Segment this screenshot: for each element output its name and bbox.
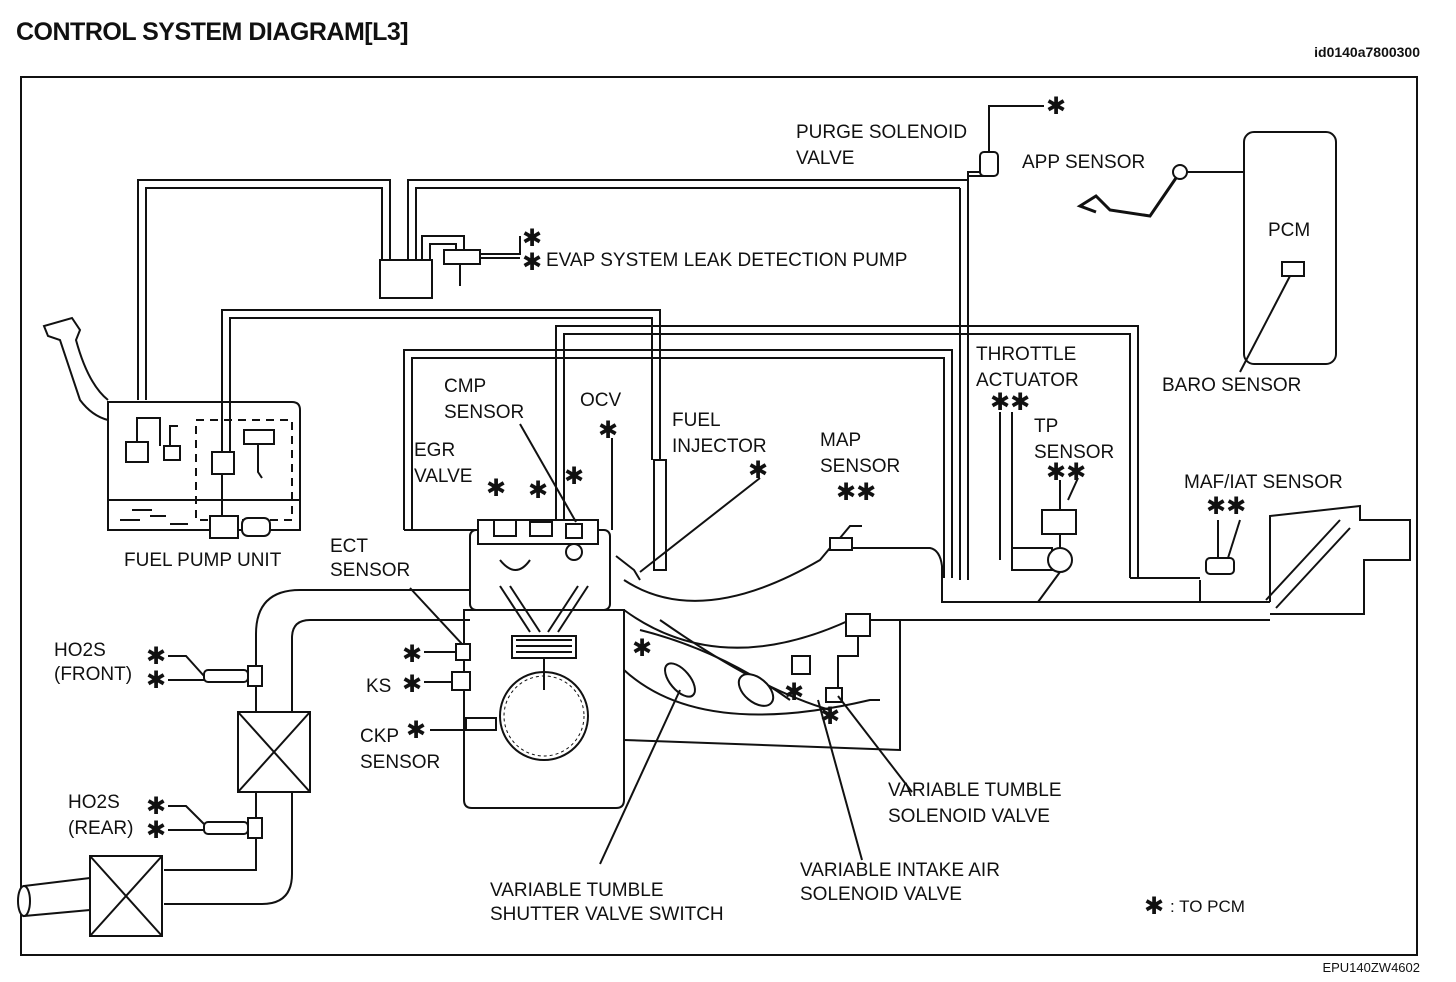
asterisk-mark: ✱: [598, 416, 618, 444]
exhaust-pipe: [17, 589, 470, 937]
label-variable-tumble-solenoid: VARIABLE TUMBLE: [888, 780, 1062, 801]
label-egr-valve: EGR: [414, 440, 455, 461]
asterisk-mark: ✱: [486, 474, 506, 502]
label-ks: KS: [366, 676, 391, 697]
asterisk-mark: ✱✱: [836, 478, 876, 506]
canister: [379, 259, 433, 299]
asterisk-mark: ✱: [564, 462, 584, 490]
label-map-sensor: MAP: [820, 430, 861, 451]
figure-code: EPU140ZW4602: [1322, 960, 1420, 975]
label-ckp-sensor-2: SENSOR: [360, 752, 440, 773]
asterisk-mark: ✱: [402, 640, 422, 668]
label-evap-pump: EVAP SYSTEM LEAK DETECTION PUMP: [546, 250, 907, 271]
engine-sensor-leads: [409, 587, 466, 731]
asterisk-mark: ✱✱: [990, 388, 1030, 416]
app-sensor-pedal: [1076, 164, 1244, 218]
label-ho2s-rear: HO2S: [68, 792, 120, 813]
label-ect-sensor-2: SENSOR: [330, 560, 410, 581]
valve-leaders: [519, 423, 913, 865]
intake-loops: [403, 325, 1139, 578]
fuel-tank: [42, 309, 661, 539]
legend-text: : TO PCM: [1170, 897, 1245, 916]
asterisk-mark: ✱: [528, 476, 548, 504]
label-egr-valve-2: VALVE: [414, 466, 472, 487]
label-ocv: OCV: [580, 390, 622, 411]
label-throttle-actuator-2: ACTUATOR: [976, 370, 1079, 391]
label-ho2s-rear-2: (REAR): [68, 818, 133, 839]
document-id: id0140a7800300: [1314, 44, 1420, 60]
legend: ✱ : TO PCM: [1144, 892, 1245, 920]
label-ho2s-front: HO2S: [54, 640, 106, 661]
label-fuel-pump-unit: FUEL PUMP UNIT: [124, 550, 282, 571]
asterisk-mark: ✱: [784, 678, 804, 706]
asterisk-mark: ✱: [146, 666, 166, 694]
asterisk-mark: ✱: [402, 670, 422, 698]
throttle-body: [999, 412, 1201, 603]
label-baro-sensor: BARO SENSOR: [1162, 375, 1301, 396]
asterisk-mark: ✱: [146, 792, 166, 820]
asterisk-mark: ✱: [522, 248, 542, 276]
maf-iat-and-air-cleaner: [1205, 504, 1411, 615]
purge-solenoid-valve: [959, 105, 1044, 580]
asterisk-mark: ✱: [146, 816, 166, 844]
label-tp-sensor-2: SENSOR: [1034, 442, 1114, 463]
asterisk-mark: ✱: [522, 224, 542, 252]
label-fuel-injector: FUEL: [672, 410, 721, 431]
pcm-module: [1239, 131, 1337, 373]
label-maf-iat: MAF/IAT SENSOR: [1184, 472, 1343, 493]
label-tp-sensor: TP: [1034, 416, 1058, 437]
legend-mark: ✱: [1144, 892, 1164, 920]
evap-leak-detection-pump: [443, 249, 481, 265]
label-cmp-sensor: CMP: [444, 376, 486, 397]
label-variable-intake-air-2: SOLENOID VALVE: [800, 884, 962, 905]
label-ho2s-front-2: (FRONT): [54, 664, 132, 685]
asterisk-mark: ✱: [1046, 92, 1066, 120]
intake-manifold: [623, 525, 1270, 752]
label-variable-intake-air: VARIABLE INTAKE AIR: [800, 860, 1000, 881]
label-throttle-actuator: THROTTLE: [976, 344, 1076, 365]
asterisk-mark: ✱: [632, 634, 652, 662]
asterisk-mark: ✱: [820, 702, 840, 730]
page-title: CONTROL SYSTEM DIAGRAM[L3]: [16, 18, 409, 46]
label-ect-sensor: ECT: [330, 536, 368, 557]
label-fuel-injector-2: INJECTOR: [672, 436, 767, 457]
label-map-sensor-2: SENSOR: [820, 456, 900, 477]
ho2s-sensors: [168, 655, 263, 839]
label-app-sensor: APP SENSOR: [1022, 152, 1145, 173]
asterisk-mark: ✱: [406, 716, 426, 744]
label-ckp-sensor: CKP: [360, 726, 399, 747]
fuel-rail: [653, 459, 667, 571]
asterisk-mark: ✱: [146, 642, 166, 670]
label-variable-tumble-solenoid-2: SOLENOID VALVE: [888, 806, 1050, 827]
label-cmp-sensor-2: SENSOR: [444, 402, 524, 423]
asterisk-mark: ✱✱: [1046, 458, 1086, 486]
label-variable-tumble-switch: VARIABLE TUMBLE: [490, 880, 664, 901]
engine-block: [451, 519, 625, 809]
label-purge-solenoid: PURGE SOLENOID: [796, 122, 967, 143]
asterisk-mark: ✱✱: [1206, 492, 1246, 520]
diagram-frame: [20, 76, 1418, 956]
asterisk-mark: ✱: [748, 456, 768, 484]
label-pcm: PCM: [1268, 220, 1310, 241]
label-purge-solenoid-2: VALVE: [796, 148, 854, 169]
evap-hose-lines: [137, 171, 982, 400]
label-variable-tumble-switch-2: SHUTTER VALVE SWITCH: [490, 904, 724, 925]
